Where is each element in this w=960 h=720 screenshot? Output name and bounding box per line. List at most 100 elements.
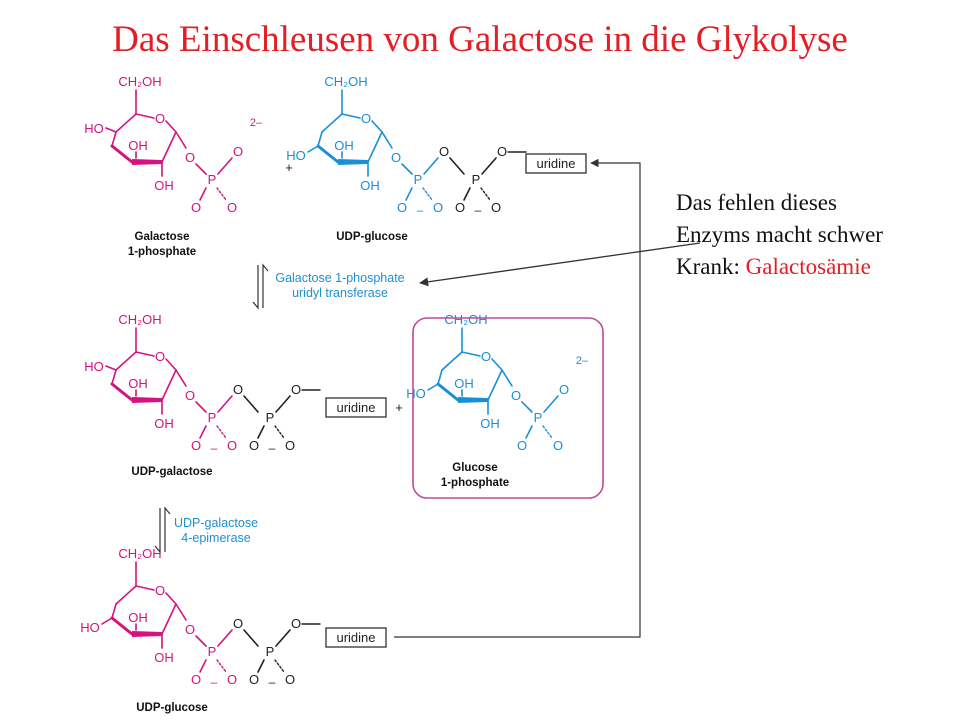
c4-hydroxyl-label: HO xyxy=(286,148,306,163)
udp-galactose-ring: CH₂OH O HO OH OH xyxy=(84,312,177,431)
phosphate-oxygen-label: O xyxy=(249,438,259,453)
glucose-1-phosphate-ring: CH₂OH O HO OH OH xyxy=(406,312,503,431)
c3-hydroxyl-label: OH xyxy=(128,610,148,625)
phosphorus-label: P xyxy=(534,410,543,425)
c3-hydroxyl-label: OH xyxy=(128,138,148,153)
galactose-1-phosphate-name-line-1: Galactose xyxy=(135,231,190,243)
phosphorus-label: P xyxy=(208,172,217,187)
c4-hydroxyl-label: HO xyxy=(80,620,100,635)
plus-sign-middle: + xyxy=(395,400,403,415)
bridging-oxygen-label: O xyxy=(291,382,301,397)
phosphate-oxygen-label: O xyxy=(227,672,237,687)
ch2oh-label: CH₂OH xyxy=(118,546,161,561)
ch2oh-label: CH₂OH xyxy=(324,74,367,89)
phosphate-oxygen-label: O xyxy=(227,200,237,215)
uridine-label-top: uridine xyxy=(536,156,575,171)
ring-oxygen-label: O xyxy=(155,349,165,364)
epimerase-reaction-arrow xyxy=(154,506,171,554)
ring-oxygen-label: O xyxy=(361,111,371,126)
c4-hydroxyl-label: HO xyxy=(84,359,104,374)
c3-hydroxyl-label: OH xyxy=(454,376,474,391)
negative-charge-label: – xyxy=(211,441,218,455)
page-title: Das Einschleusen von Galactose in die Gl… xyxy=(112,19,848,60)
bridging-oxygen-label: O xyxy=(497,144,507,159)
bridging-oxygen-label: O xyxy=(291,616,301,631)
phosphate-oxygen-label: O xyxy=(249,672,259,687)
note-line-3: Krank: Galactosämie xyxy=(676,251,883,283)
phosphate-oxygen-label: O xyxy=(397,200,407,215)
phosphorus-label: P xyxy=(414,172,423,187)
phosphorus-label: P xyxy=(208,410,217,425)
uridine-box-middle: uridine xyxy=(325,397,387,418)
enzyme-deficiency-note: Das fehlen dieses Enzyms macht schwer Kr… xyxy=(676,187,883,283)
c2-hydroxyl-label: OH xyxy=(154,178,174,193)
note-pointer-arrow xyxy=(419,242,701,287)
c2-hydroxyl-label: OH xyxy=(480,416,500,431)
glycosidic-oxygen-label: O xyxy=(511,388,521,403)
plus-sign-top: + xyxy=(285,160,293,175)
glucose-1-phosphate-highlight-box xyxy=(412,317,604,499)
transferase-label-line-2: uridyl transferase xyxy=(292,286,388,300)
transferase-label-line-1: Galactose 1-phosphate xyxy=(275,271,404,285)
glucose-1-phosphate-name-line-2: 1-phosphate xyxy=(441,477,509,489)
phosphate-oxygen-label: O xyxy=(559,382,569,397)
udp-galactose-name: UDP-galactose xyxy=(131,466,212,478)
dianion-charge-label: 2– xyxy=(250,117,263,129)
note-line-1: Das fehlen dieses xyxy=(676,190,837,215)
glycosidic-oxygen-label: O xyxy=(391,150,401,165)
phosphate-oxygen-label: O xyxy=(433,200,443,215)
c3-hydroxyl-label: OH xyxy=(334,138,354,153)
bridging-oxygen-label: O xyxy=(233,382,243,397)
phosphate-oxygen-label: O xyxy=(553,438,563,453)
c4-hydroxyl-label: HO xyxy=(406,386,426,401)
udp-glucose-bottom-name: UDP-glucose xyxy=(136,702,208,714)
phosphate-oxygen-label: O xyxy=(191,672,201,687)
phosphate-oxygen-label: O xyxy=(191,200,201,215)
c4-hydroxyl-label: HO xyxy=(84,121,104,136)
ch2oh-label: CH₂OH xyxy=(118,312,161,327)
ring-oxygen-label: O xyxy=(155,583,165,598)
phosphate-oxygen-label: O xyxy=(491,200,501,215)
negative-charge-label: – xyxy=(475,203,482,217)
ring-oxygen-label: O xyxy=(155,111,165,126)
c3-hydroxyl-label: OH xyxy=(128,376,148,391)
phosphate-oxygen-label: O xyxy=(285,438,295,453)
phosphorus-label: P xyxy=(472,172,481,187)
ch2oh-label: CH₂OH xyxy=(444,312,487,327)
uridine-label-bottom: uridine xyxy=(336,630,375,645)
negative-charge-label: – xyxy=(211,675,218,689)
c2-hydroxyl-label: OH xyxy=(154,416,174,431)
galactose-1-phosphate-ring: CH₂OH O HO OH OH xyxy=(84,74,177,193)
note-line-2: Enzyms macht schwer xyxy=(676,222,883,247)
phosphorus-label: P xyxy=(266,644,275,659)
negative-charge-label: – xyxy=(269,441,276,455)
recycle-loop-arrow xyxy=(394,158,641,638)
ch2oh-label: CH₂OH xyxy=(118,74,161,89)
negative-charge-label: – xyxy=(269,675,276,689)
phosphate-oxygen-label: O xyxy=(191,438,201,453)
c2-hydroxyl-label: OH xyxy=(154,650,174,665)
bridging-oxygen-label: O xyxy=(233,616,243,631)
epimerase-label-line-1: UDP-galactose xyxy=(174,516,258,530)
phosphorus-label: P xyxy=(208,644,217,659)
epimerase-label-line-2: 4-epimerase xyxy=(181,531,251,545)
dianion-charge-label: 2– xyxy=(576,355,589,367)
glycosidic-oxygen-label: O xyxy=(185,622,195,637)
galactose-1-phosphate-name-line-2: 1-phosphate xyxy=(128,246,196,258)
ring-oxygen-label: O xyxy=(481,349,491,364)
transferase-reaction-arrow xyxy=(252,263,269,310)
note-line-3-prefix: Krank: xyxy=(676,254,746,279)
glycosidic-oxygen-label: O xyxy=(185,150,195,165)
udp-glucose-top-name: UDP-glucose xyxy=(336,231,408,243)
uridine-label-middle: uridine xyxy=(336,400,375,415)
negative-charge-label: – xyxy=(417,203,424,217)
galactosaemia-term: Galactosämie xyxy=(745,254,871,279)
glycosidic-oxygen-label: O xyxy=(185,388,195,403)
